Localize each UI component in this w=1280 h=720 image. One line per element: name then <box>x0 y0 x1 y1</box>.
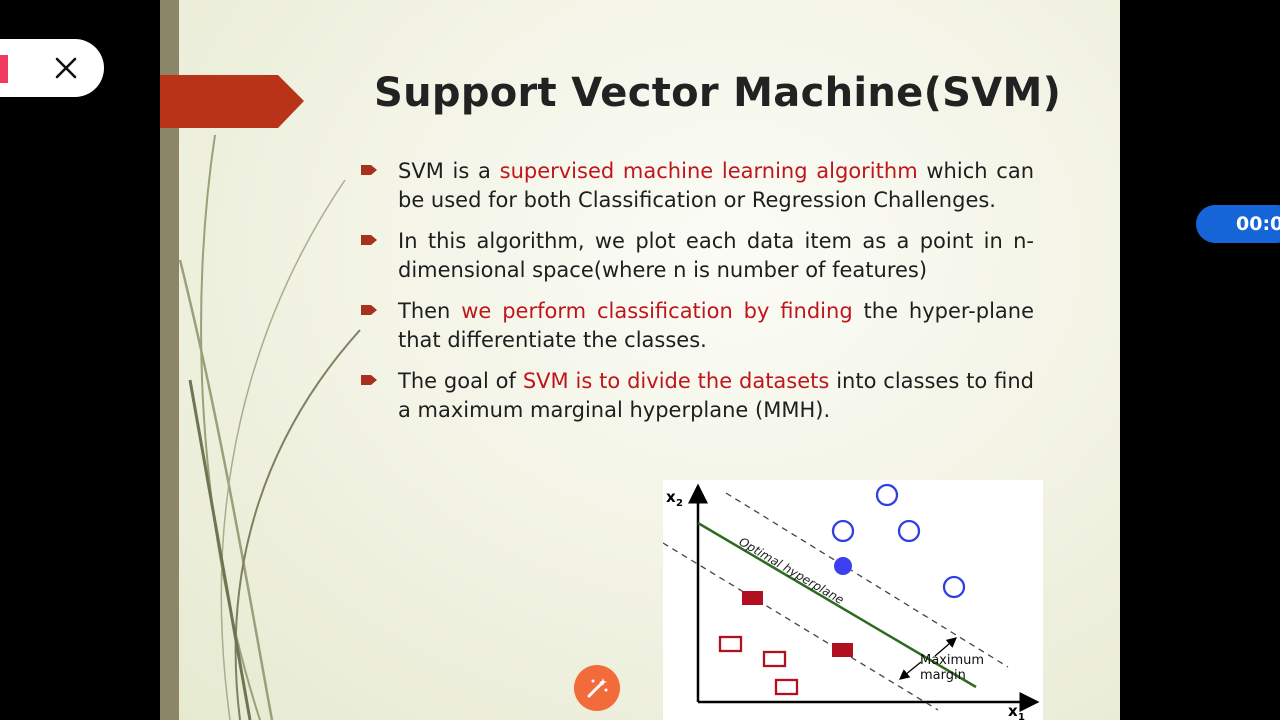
bullet-arrow-icon <box>361 375 377 385</box>
class-a-point <box>942 575 966 599</box>
class-b-point <box>762 650 787 668</box>
bullet-highlight: we perform classification by finding <box>461 299 853 323</box>
bullet-arrow-icon <box>361 235 377 245</box>
bullet-text: Then <box>398 299 462 323</box>
bullet-text: the hyper-plane that differentiate the c… <box>398 299 1034 352</box>
close-icon[interactable] <box>52 54 80 82</box>
slide-title: Support Vector Machine(SVM) <box>374 70 1062 116</box>
bullet-highlight: SVM is to divide the datasets <box>522 369 830 393</box>
bullet-text: In this algorithm, we plot each data ite… <box>398 229 1034 282</box>
bullet-item: SVM is a supervised machine learning alg… <box>360 157 1034 215</box>
class-b-point <box>774 678 799 696</box>
bullet-text: The goal of <box>398 369 523 393</box>
x2-axis-subscript: 2 <box>676 498 683 509</box>
title-accent-tab <box>160 75 304 128</box>
slide-left-bar <box>160 0 179 720</box>
upper-margin-line <box>725 492 1009 668</box>
close-overlay-pill <box>0 39 104 97</box>
bullet-item: Then we perform classification by findin… <box>360 297 1034 355</box>
svm-diagram: x 2 x 1 Optimal hyperplane Maximum margi… <box>663 480 1043 720</box>
magic-wand-button[interactable] <box>574 665 620 711</box>
class-b-point <box>718 635 743 653</box>
x1-axis-label: x <box>1008 702 1018 720</box>
decorative-grass-lines <box>178 134 361 720</box>
bullet-text: SVM is a <box>398 159 500 183</box>
lower-margin-line <box>663 542 939 711</box>
magic-wand-icon <box>587 678 608 698</box>
bullet-highlight: supervised machine learning algorithm <box>499 159 918 183</box>
bullet-list: SVM is a supervised machine learning alg… <box>360 157 1034 437</box>
margin-arrow-up <box>934 637 957 657</box>
class-a-point <box>831 519 855 543</box>
margin-label-line1: Maximum <box>920 653 984 668</box>
bullet-item: In this algorithm, we plot each data ite… <box>360 227 1034 285</box>
optimal-hyperplane <box>697 521 977 689</box>
slide: Support Vector Machine(SVM) SVM is a sup… <box>160 0 1120 720</box>
x1-axis-subscript: 1 <box>1018 712 1025 720</box>
margin-arrow-down <box>898 661 922 680</box>
recording-timer[interactable]: 00:0 <box>1196 205 1280 243</box>
recording-indicator <box>0 55 8 83</box>
bullet-arrow-icon <box>361 305 377 315</box>
support-vector-b <box>832 643 853 657</box>
bullet-text: into classes to find a maximum marginal … <box>398 369 1034 422</box>
bullet-arrow-icon <box>361 165 377 175</box>
support-vector-a <box>834 557 852 575</box>
bullet-text: which can be used for both Classificatio… <box>398 159 1034 212</box>
x2-axis-label: x <box>666 488 676 506</box>
class-a-point <box>897 519 921 543</box>
bullet-item: The goal of SVM is to divide the dataset… <box>360 367 1034 425</box>
class-a-point <box>875 483 899 507</box>
support-vector-b <box>742 591 763 605</box>
margin-label-line2: margin <box>920 668 966 683</box>
